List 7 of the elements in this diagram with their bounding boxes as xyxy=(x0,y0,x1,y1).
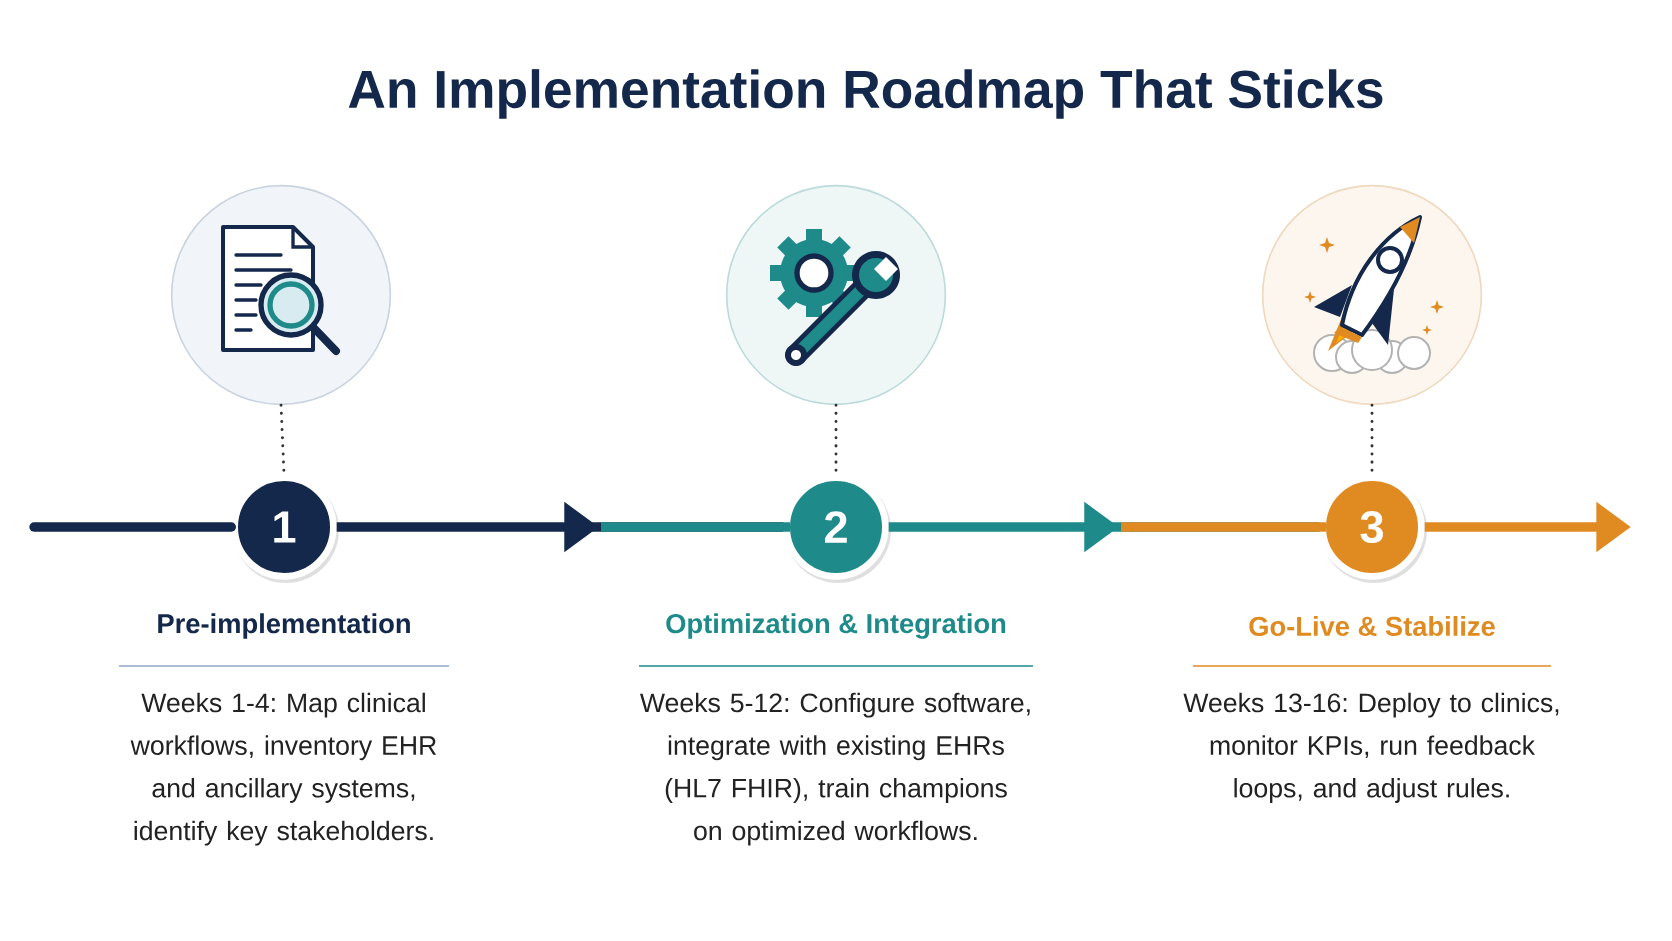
title: An Implementation Roadmap That Sticks xyxy=(348,69,1383,119)
stage-description: Weeks 1-4: Map clinical workflows, inventory EHR and ancillary systems, identify key stakeholders. xyxy=(130,692,437,846)
stage-heading: Optimization & Integration xyxy=(666,613,1006,639)
stage-heading: Go-Live & Stabilize xyxy=(1249,615,1495,637)
stage-heading: Pre-implementation xyxy=(158,613,410,639)
stage-description: Weeks 13-16: Deploy to clinics, monitor KPIs, run feedback loops, and adjust rules. xyxy=(1183,692,1559,803)
stage-description: Weeks 5-12: Configure software, integrate with existing EHRs (HL7 FHIR), train champions on optimized workflows. xyxy=(640,692,1030,846)
